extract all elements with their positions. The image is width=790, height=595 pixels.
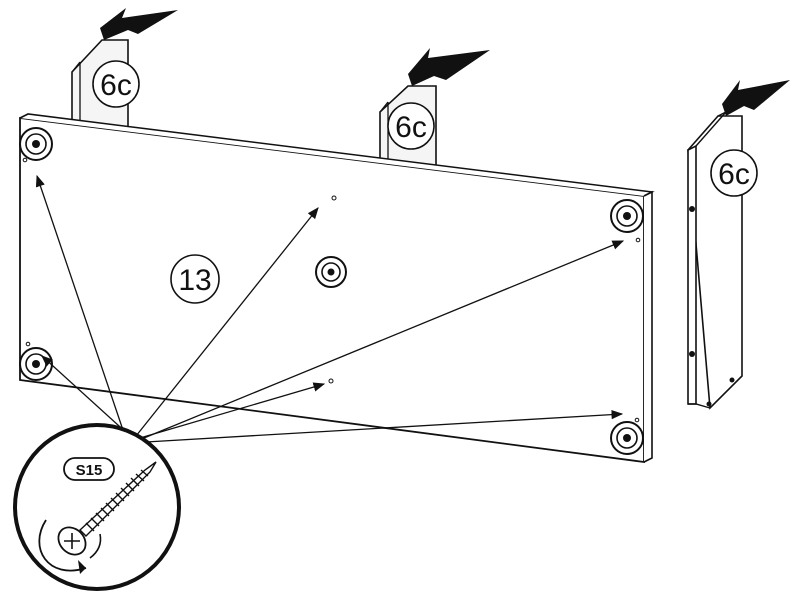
leg-left: 6c: [71, 8, 178, 133]
foot-center: [315, 256, 347, 288]
pilot-hole: [328, 378, 334, 384]
foot-top-right: [610, 199, 644, 243]
screw-arrow: [145, 409, 624, 443]
press-arrow-icon: [408, 48, 490, 86]
pilot-hole: [331, 195, 337, 201]
leg-right-badge: [710, 149, 758, 197]
screw-callout: S15: [13, 423, 181, 591]
screw-arrow: [41, 355, 131, 437]
screw-tag-label: S15: [76, 462, 103, 479]
foot-bottom-right: [610, 417, 644, 455]
leg-left-label: 6c: [100, 69, 132, 102]
screw-tag: [63, 457, 115, 481]
rotate-arrow-icon: [78, 560, 86, 574]
foot-top-left: [19, 127, 53, 163]
screw-arrow: [143, 240, 625, 439]
press-arrow-icon: [722, 80, 790, 116]
leg-middle-label: 6c: [395, 111, 427, 144]
screw-arrow: [135, 207, 319, 437]
leg-middle-badge: [387, 102, 435, 150]
leg-right-label: 6c: [718, 158, 750, 191]
screw-arrows: [35, 174, 625, 443]
press-arrow-icon: [100, 8, 178, 40]
leg-left-badge: [92, 60, 140, 108]
screw-icon: [38, 461, 157, 574]
screw-arrow: [35, 174, 126, 437]
panel-13: 13: [19, 113, 655, 464]
panel-badge: [170, 254, 220, 304]
screw-arrow: [139, 382, 326, 439]
leg-right: 6c: [687, 80, 790, 410]
leg-middle: 6c: [379, 48, 490, 173]
panel-label: 13: [178, 264, 211, 297]
